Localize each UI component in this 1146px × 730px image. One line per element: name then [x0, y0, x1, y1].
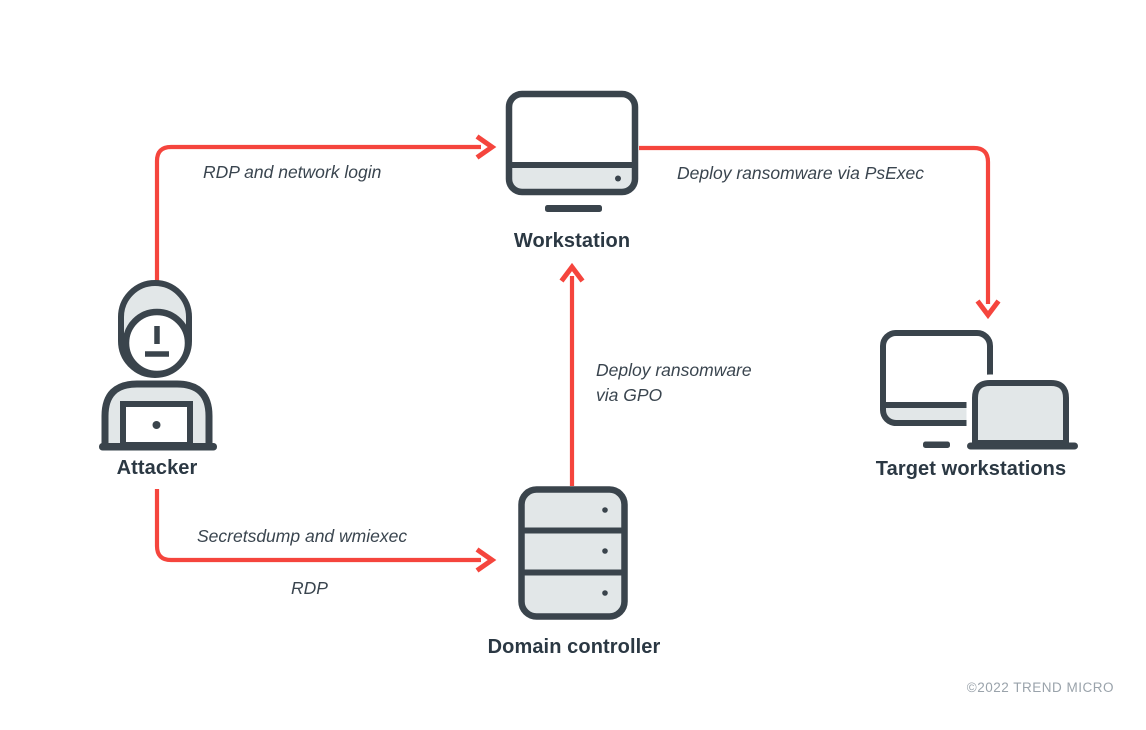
copyright-text: ©2022 TREND MICRO [966, 680, 1114, 695]
server-led-dot [602, 590, 608, 596]
desk-bar [99, 443, 217, 451]
edge-label-rdp: RDP [291, 578, 328, 598]
edge-label-rdp-network-login: RDP and network login [203, 162, 382, 182]
arrowhead-right-icon [475, 547, 497, 573]
arrowhead-up-icon [559, 262, 585, 283]
hooded-attacker-with-laptop-icon [99, 280, 217, 451]
laptop-logo-dot [152, 421, 161, 429]
arrowhead-down-icon [975, 299, 1001, 320]
edge-label-secretsdump-wmiexec: Secretsdump and wmiexec [197, 526, 408, 546]
edge-label-deploy-gpo: Deploy ransomware via GPO [596, 360, 752, 405]
monitor-bottom-band [883, 405, 990, 423]
power-led-dot [615, 175, 621, 182]
node-label-workstation: Workstation [513, 230, 631, 252]
arrow-dc-to-workstation [559, 262, 585, 486]
server-stack-icon [518, 486, 628, 620]
laptop-base [967, 442, 1078, 450]
arrowhead-right-icon [475, 134, 497, 160]
server-body [518, 486, 628, 620]
node-label-attacker: Attacker [116, 457, 198, 479]
node-label-target-workstations: Target workstations [875, 458, 1067, 480]
arrow-attacker-to-workstation [154, 134, 497, 283]
node-label-domain-controller: Domain controller [487, 636, 661, 658]
monitor-bottom-band [509, 165, 635, 192]
monitor-and-laptop-icon [880, 330, 1083, 456]
server-led-dot [602, 507, 608, 513]
edge-label-deploy-psexec: Deploy ransomware via PsExec [677, 163, 925, 183]
monitor-screen [883, 333, 990, 423]
arrow-attacker-to-dc [154, 489, 497, 573]
monitor-stand [545, 205, 602, 212]
server-led-dot [602, 548, 608, 554]
arrow-workstation-to-targets [639, 145, 1001, 320]
desktop-monitor-icon [505, 90, 639, 212]
laptop-lid [972, 380, 1069, 446]
monitor-stand [923, 441, 950, 448]
